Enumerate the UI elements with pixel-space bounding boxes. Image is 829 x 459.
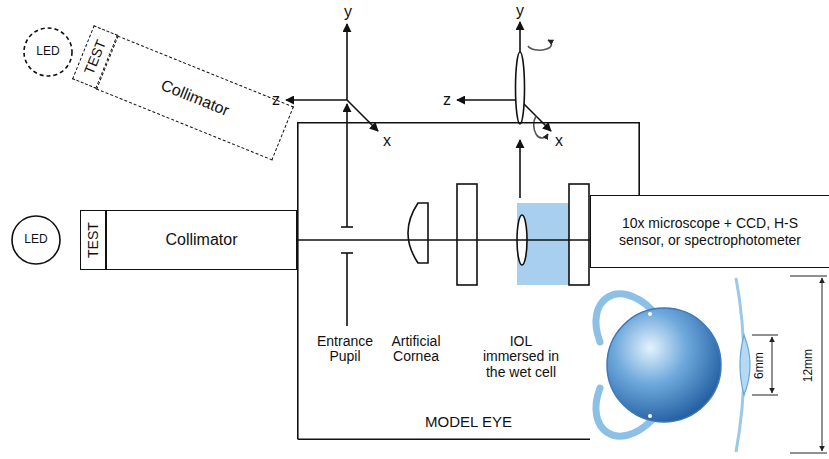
node-text: 10x microscope + CCD, H-S sensor, or spe… (605, 215, 815, 247)
node-text: Collimator (165, 231, 237, 249)
dimension-label: 6mm (752, 352, 765, 379)
optical-axis (297, 239, 590, 241)
test-target: TEST (80, 210, 106, 270)
entrance-pupil (341, 176, 353, 326)
cornea-lens (408, 203, 428, 263)
axis-label: y (516, 2, 524, 20)
axis-label: x (383, 132, 391, 150)
model-eye-box: MODEL EYE (297, 122, 640, 440)
wet-cell-fluid (517, 203, 569, 285)
part-label: Entrance Pupil (310, 334, 380, 365)
cell-window (569, 184, 589, 285)
axes (286, 24, 378, 176)
node-text: LED (36, 45, 59, 59)
node-text: MODEL EYE (425, 413, 512, 430)
housing-outline (297, 122, 640, 440)
collimator-box: Collimator (96, 36, 294, 161)
collimator-box: Collimator (106, 210, 297, 270)
tilted-iol (516, 52, 525, 124)
part-label: Artificial Cornea (380, 334, 452, 365)
node-text: LED (24, 233, 47, 247)
rotation-arrow (534, 116, 548, 138)
rotation-arrow (528, 40, 551, 50)
led-source: LED (11, 215, 61, 265)
part-label: IOL immersed in the wet cell (480, 334, 562, 380)
axis-label: z (272, 91, 280, 109)
node-text: Collimator (158, 76, 232, 120)
detector-box: 10x microscope + CCD, H-S sensor, or spe… (590, 195, 829, 268)
axis-label: z (443, 91, 451, 109)
led-source: LED (23, 27, 73, 77)
cell-window (457, 184, 477, 285)
axis-label: x (555, 132, 563, 150)
node-text: TEST (85, 222, 101, 258)
axis-label: y (344, 3, 352, 21)
dimension-label: 12mm (802, 348, 815, 381)
iol-picture (596, 276, 827, 453)
axes (457, 22, 551, 198)
